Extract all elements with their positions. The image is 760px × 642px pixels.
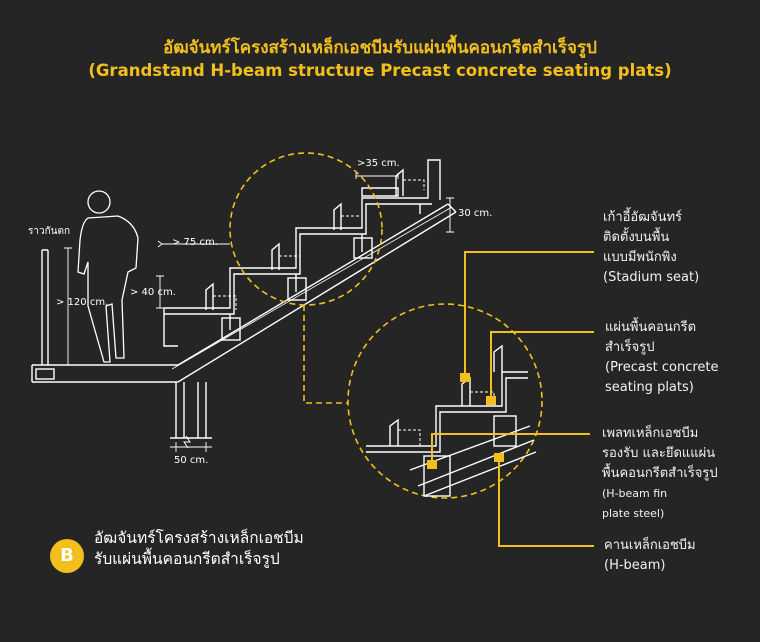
detail-zoom-circle: [347, 303, 543, 499]
section-badge: B: [50, 539, 84, 573]
enlarged-detail-structure: [366, 344, 537, 497]
dim-seat-width: >35 cm.: [357, 158, 400, 169]
dim-railing-height: > 120 cm.: [56, 297, 109, 308]
label-h-beam: คานเหล็กเอชบีม (H-beam): [604, 538, 696, 573]
title-english: (Grandstand H-beam structure Precast con…: [88, 61, 672, 80]
label-stadium-seat: เก้าอี้อัฒจันทร์ ติดตั้งบนพื้น แบบมีพนัก…: [603, 210, 700, 285]
title-thai: อัฒจันทร์โครงสร้างเหล็กเอชบีมรับแผ่นพื้น…: [163, 38, 597, 58]
dim-step-height: 30 cm.: [458, 208, 493, 219]
dim-column-width: 50 cm.: [174, 455, 209, 466]
dimension-lines: [64, 173, 454, 452]
section-caption: อัฒจันทร์โครงสร้างเหล็กเอชบีม รับแผ่นพื้…: [94, 529, 304, 568]
label-precast-slab: แผ่นพื้นคอนกรีต สำเร็จรูป (Precast concr…: [605, 320, 719, 395]
detail-connector-line: [303, 305, 348, 404]
dim-tread: > 75 cm.: [172, 237, 218, 248]
leader-lines: [431, 251, 594, 547]
main-grandstand-structure: [31, 159, 457, 439]
label-fin-plate: เพลทเหล็กเอชบีม รองรับ และยึดแแผ่น พื้นค…: [602, 426, 718, 520]
dim-seat-height: > 40 cm.: [130, 287, 176, 298]
dim-railing-label: ราวกันตก: [28, 226, 71, 237]
person-silhouette: [77, 190, 139, 363]
detail-marker-circle: [229, 152, 383, 306]
